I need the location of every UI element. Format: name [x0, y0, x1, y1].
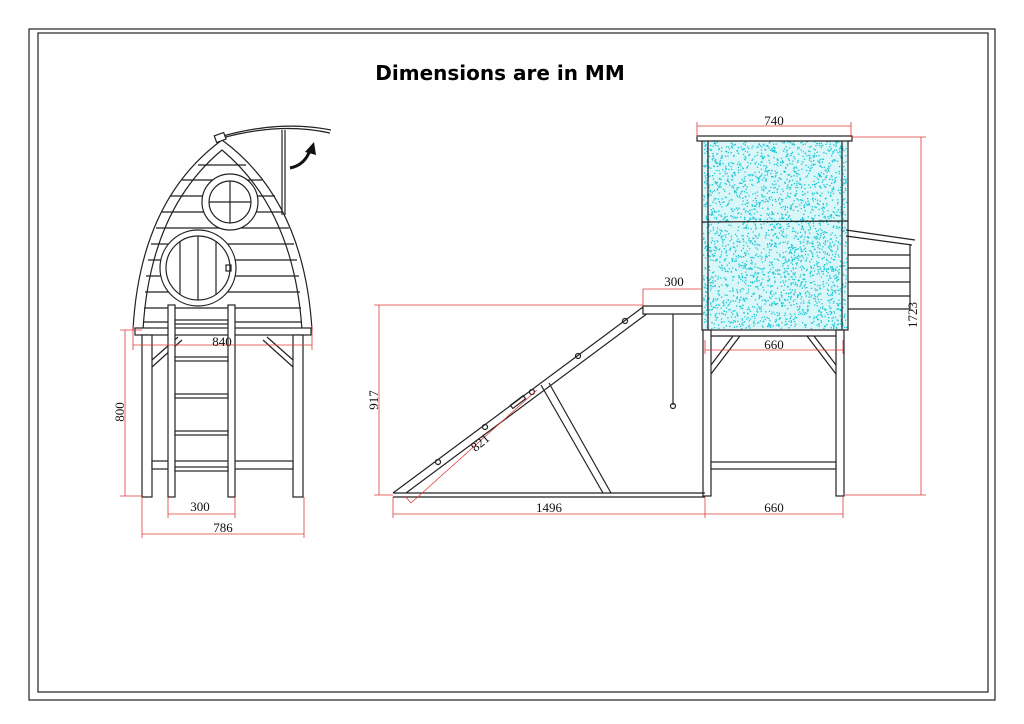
lid [221, 127, 331, 139]
side-hatch [845, 229, 916, 310]
platform [134, 327, 312, 336]
open-arrow-icon [289, 149, 312, 170]
outer-frame [28, 28, 996, 701]
dim-300-ladder: 300 [190, 499, 210, 514]
tower-leg-right [835, 329, 845, 497]
roof [696, 135, 853, 142]
side-view: 740 1723 300 917 821 1496 660 660 [366, 113, 926, 518]
drawing-title: Dimensions are in MM [375, 61, 624, 85]
leg-right [292, 334, 304, 498]
ramp [392, 306, 705, 498]
tower-leg-left [702, 329, 712, 497]
roof-inner-arch [142, 149, 303, 331]
dim-917: 917 [366, 390, 381, 410]
dim-300-platform: 300 [664, 274, 684, 289]
dim-660-base: 660 [764, 500, 784, 515]
dim-800: 800 [112, 402, 127, 422]
dim-840: 840 [212, 334, 232, 349]
panel-texture [703, 141, 848, 330]
round-door [159, 229, 237, 307]
dim-660-inner: 660 [764, 337, 784, 352]
panel-fill [703, 141, 847, 329]
dim-1723: 1723 [905, 302, 920, 328]
dim-1496: 1496 [536, 500, 563, 515]
round-window [201, 173, 259, 231]
ramp-platform [642, 305, 703, 315]
ladder [167, 304, 236, 498]
door-handle-icon [225, 264, 232, 272]
inner-frame [37, 32, 989, 693]
dim-740: 740 [764, 113, 784, 128]
leg-left [141, 334, 153, 498]
dim-786: 786 [213, 520, 233, 535]
front-view: 840 800 300 786 [112, 125, 332, 538]
